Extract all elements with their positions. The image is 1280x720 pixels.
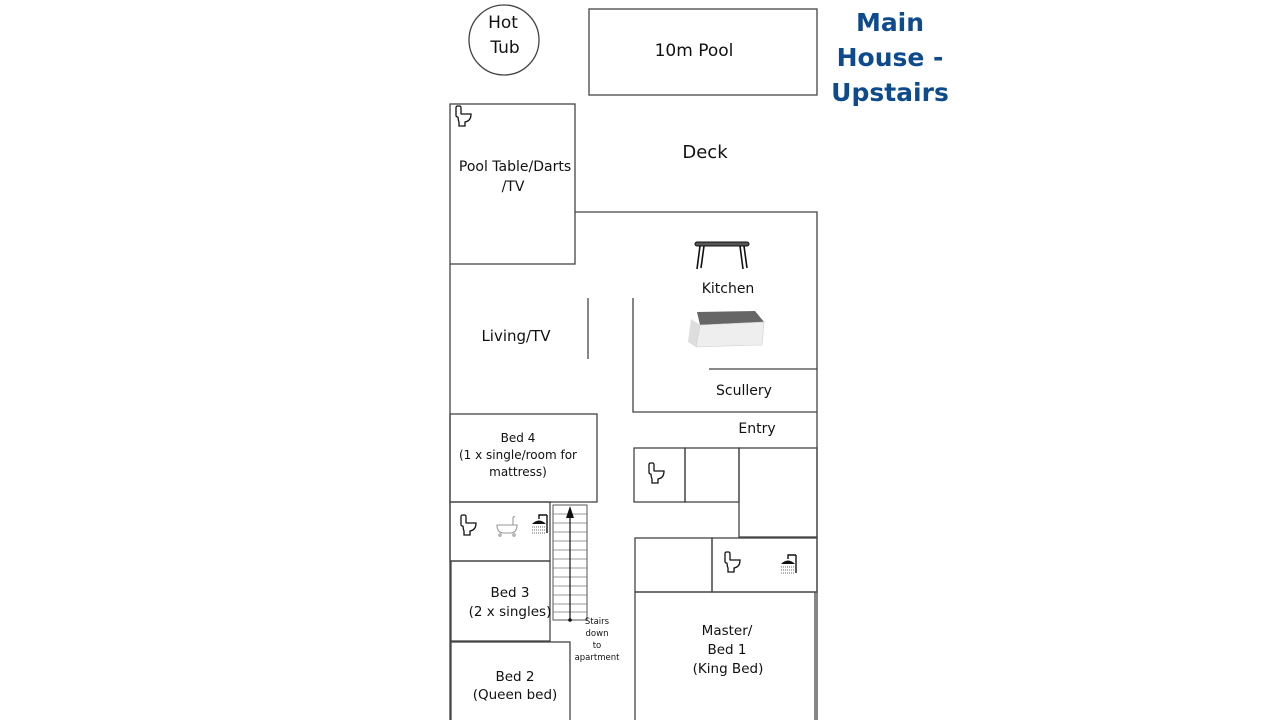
entry-label: Entry [738, 421, 775, 437]
toilet-icon [648, 462, 665, 484]
bed-3-room [450, 560, 551, 642]
toilet-icon [460, 514, 477, 536]
pool [588, 8, 818, 96]
pool-table-label: Pool Table/Darts [459, 159, 571, 175]
title-line-2: House - [837, 43, 944, 72]
stairs-label: down [586, 629, 609, 639]
shower-icon [780, 554, 797, 574]
kitchen-label: Kitchen [702, 281, 755, 297]
stairs-arrow-icon [566, 506, 574, 622]
master-bedroom [634, 591, 816, 720]
bed-4-label: Bed 4 [501, 431, 536, 445]
shower-icon [531, 514, 548, 534]
deck-label: Deck [682, 142, 728, 163]
master-label: Bed 1 [707, 642, 746, 658]
bed-4-label: (1 x single/room for [459, 448, 577, 462]
stairs-label: to [593, 641, 602, 651]
bed-2-label: (Queen bed) [473, 687, 558, 703]
storage-room [738, 447, 818, 538]
bed-3-label: (2 x singles) [469, 604, 552, 620]
master-label: Master/ [702, 623, 753, 639]
toilet-icon [455, 105, 472, 127]
hot-tub-label: Hot [488, 13, 518, 33]
hot-tub-label: Tub [489, 38, 519, 58]
title-line-3: Upstairs [831, 78, 949, 107]
toilet-icon [724, 551, 741, 573]
scullery-label: Scullery [716, 383, 772, 399]
stairs-label: Stairs [585, 617, 610, 627]
pool-table-label: /TV [502, 179, 525, 195]
pool-table-room [449, 103, 576, 265]
living-label: Living/TV [481, 327, 551, 345]
bed-2-label: Bed 2 [495, 669, 534, 685]
stairs-label: apartment [575, 653, 621, 663]
storage-room [684, 447, 740, 503]
bed-2-room [450, 641, 571, 720]
pool-label: 10m Pool [655, 41, 734, 61]
title-line-1: Main [856, 8, 924, 37]
wardrobe [634, 537, 713, 593]
bed-3-label: Bed 3 [490, 585, 529, 601]
table-icon [694, 241, 750, 270]
bathtub-icon [496, 516, 518, 537]
kitchen-island-icon [688, 311, 765, 348]
wall [632, 298, 817, 413]
hot-tub [468, 4, 540, 76]
bed-4-label: mattress) [489, 465, 547, 479]
master-label: (King Bed) [693, 661, 764, 677]
